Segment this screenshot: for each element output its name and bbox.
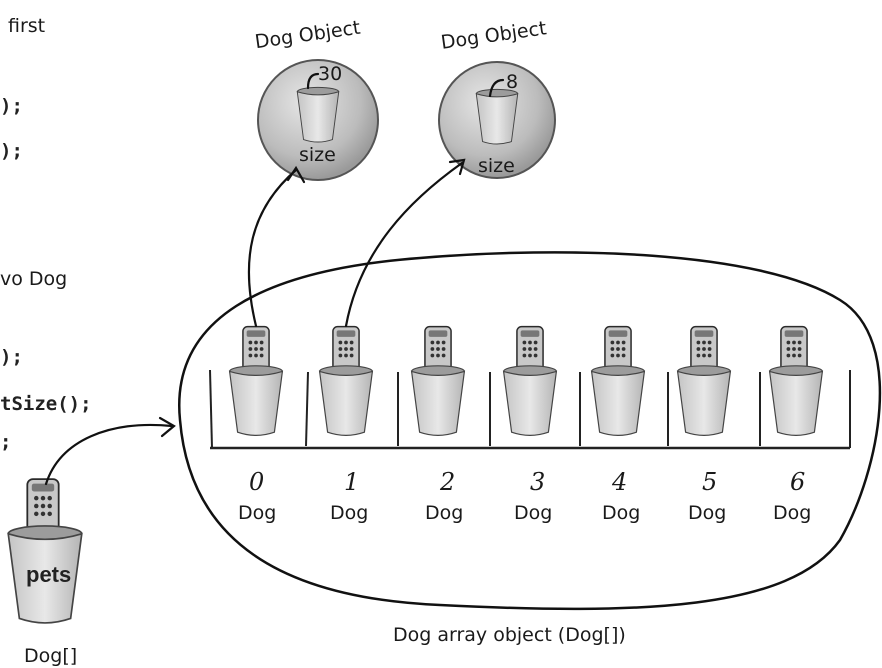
array-index: 1 xyxy=(344,468,359,496)
value-arrow xyxy=(488,78,505,98)
code-line-3: ); xyxy=(0,346,23,368)
remote-icon xyxy=(26,478,60,534)
reference-arrow-slot1 xyxy=(344,161,464,328)
array-type-label: Dog xyxy=(688,502,726,524)
array-slot-1: 1 Dog xyxy=(318,325,374,524)
array-slot-5: 5 Dog xyxy=(676,325,732,524)
array-slot-2: 2 Dog xyxy=(410,325,466,524)
array-index: 3 xyxy=(530,468,545,496)
pets-type-label: Dog[] xyxy=(24,645,77,667)
remote-icon xyxy=(780,325,808,373)
array-type-label: Dog xyxy=(602,502,640,524)
array-type-label: Dog xyxy=(514,502,552,524)
reference-arrow-slot0 xyxy=(247,168,298,328)
array-slot-3: 3 Dog xyxy=(502,325,558,524)
size-label: size xyxy=(299,144,336,166)
size-cup-icon xyxy=(296,86,340,143)
array-shelf xyxy=(209,369,851,450)
code-fragments: first ); ); vo Dog ); tSize(); ; xyxy=(0,15,92,453)
remote-icon xyxy=(516,325,544,373)
dog-object-1: Dog Object 30 size xyxy=(253,17,379,181)
remote-icon xyxy=(332,325,360,373)
array-index: 0 xyxy=(249,468,264,496)
cup-icon xyxy=(676,365,732,437)
array-type-label: Dog xyxy=(238,502,276,524)
code-line-2: ); xyxy=(0,140,23,162)
cup-icon xyxy=(590,365,646,437)
dog-object-title: Dog Object xyxy=(440,17,548,54)
pets-cup-label: pets xyxy=(26,562,71,587)
remote-icon xyxy=(604,325,632,373)
array-index: 5 xyxy=(702,468,717,496)
code-line-4: tSize(); xyxy=(0,393,92,415)
code-line-1: ); xyxy=(0,95,23,117)
dog-object-title: Dog Object xyxy=(253,17,361,54)
arrowhead xyxy=(286,165,306,184)
array-object-outline xyxy=(177,251,882,611)
remote-icon xyxy=(424,325,452,373)
pets-reference-arrow xyxy=(44,423,174,486)
array-slot-4: 4 Dog xyxy=(590,325,646,524)
arrowhead xyxy=(158,416,176,438)
array-index: 6 xyxy=(790,468,805,496)
dog-object-2: Dog Object 8 size xyxy=(438,17,556,179)
pets-reference: pets Dog[] xyxy=(7,416,176,667)
cup-icon xyxy=(502,365,558,437)
cup-icon xyxy=(410,365,466,437)
cup-icon xyxy=(768,365,824,437)
size-value: 8 xyxy=(506,71,518,93)
value-arrow xyxy=(306,72,320,90)
code-line-5: ; xyxy=(0,431,11,453)
remote-icon xyxy=(242,325,270,373)
remote-icon xyxy=(690,325,718,373)
array-slot-6: 6 Dog xyxy=(768,325,824,524)
code-comment-first: first xyxy=(8,15,45,37)
array-index: 2 xyxy=(439,468,455,496)
array-caption: Dog array object (Dog[]) xyxy=(393,624,626,646)
size-value: 30 xyxy=(318,63,342,85)
array-type-label: Dog xyxy=(330,502,368,524)
code-comment-two-dog: vo Dog xyxy=(0,268,67,290)
cup-icon xyxy=(228,365,284,437)
arrowhead xyxy=(448,158,466,176)
cup-icon xyxy=(318,365,374,437)
array-index: 4 xyxy=(611,468,627,496)
size-label: size xyxy=(478,155,515,177)
size-cup-icon xyxy=(475,88,519,145)
array-slot-0: 0 Dog xyxy=(228,325,284,524)
array-type-label: Dog xyxy=(425,502,463,524)
array-type-label: Dog xyxy=(773,502,811,524)
